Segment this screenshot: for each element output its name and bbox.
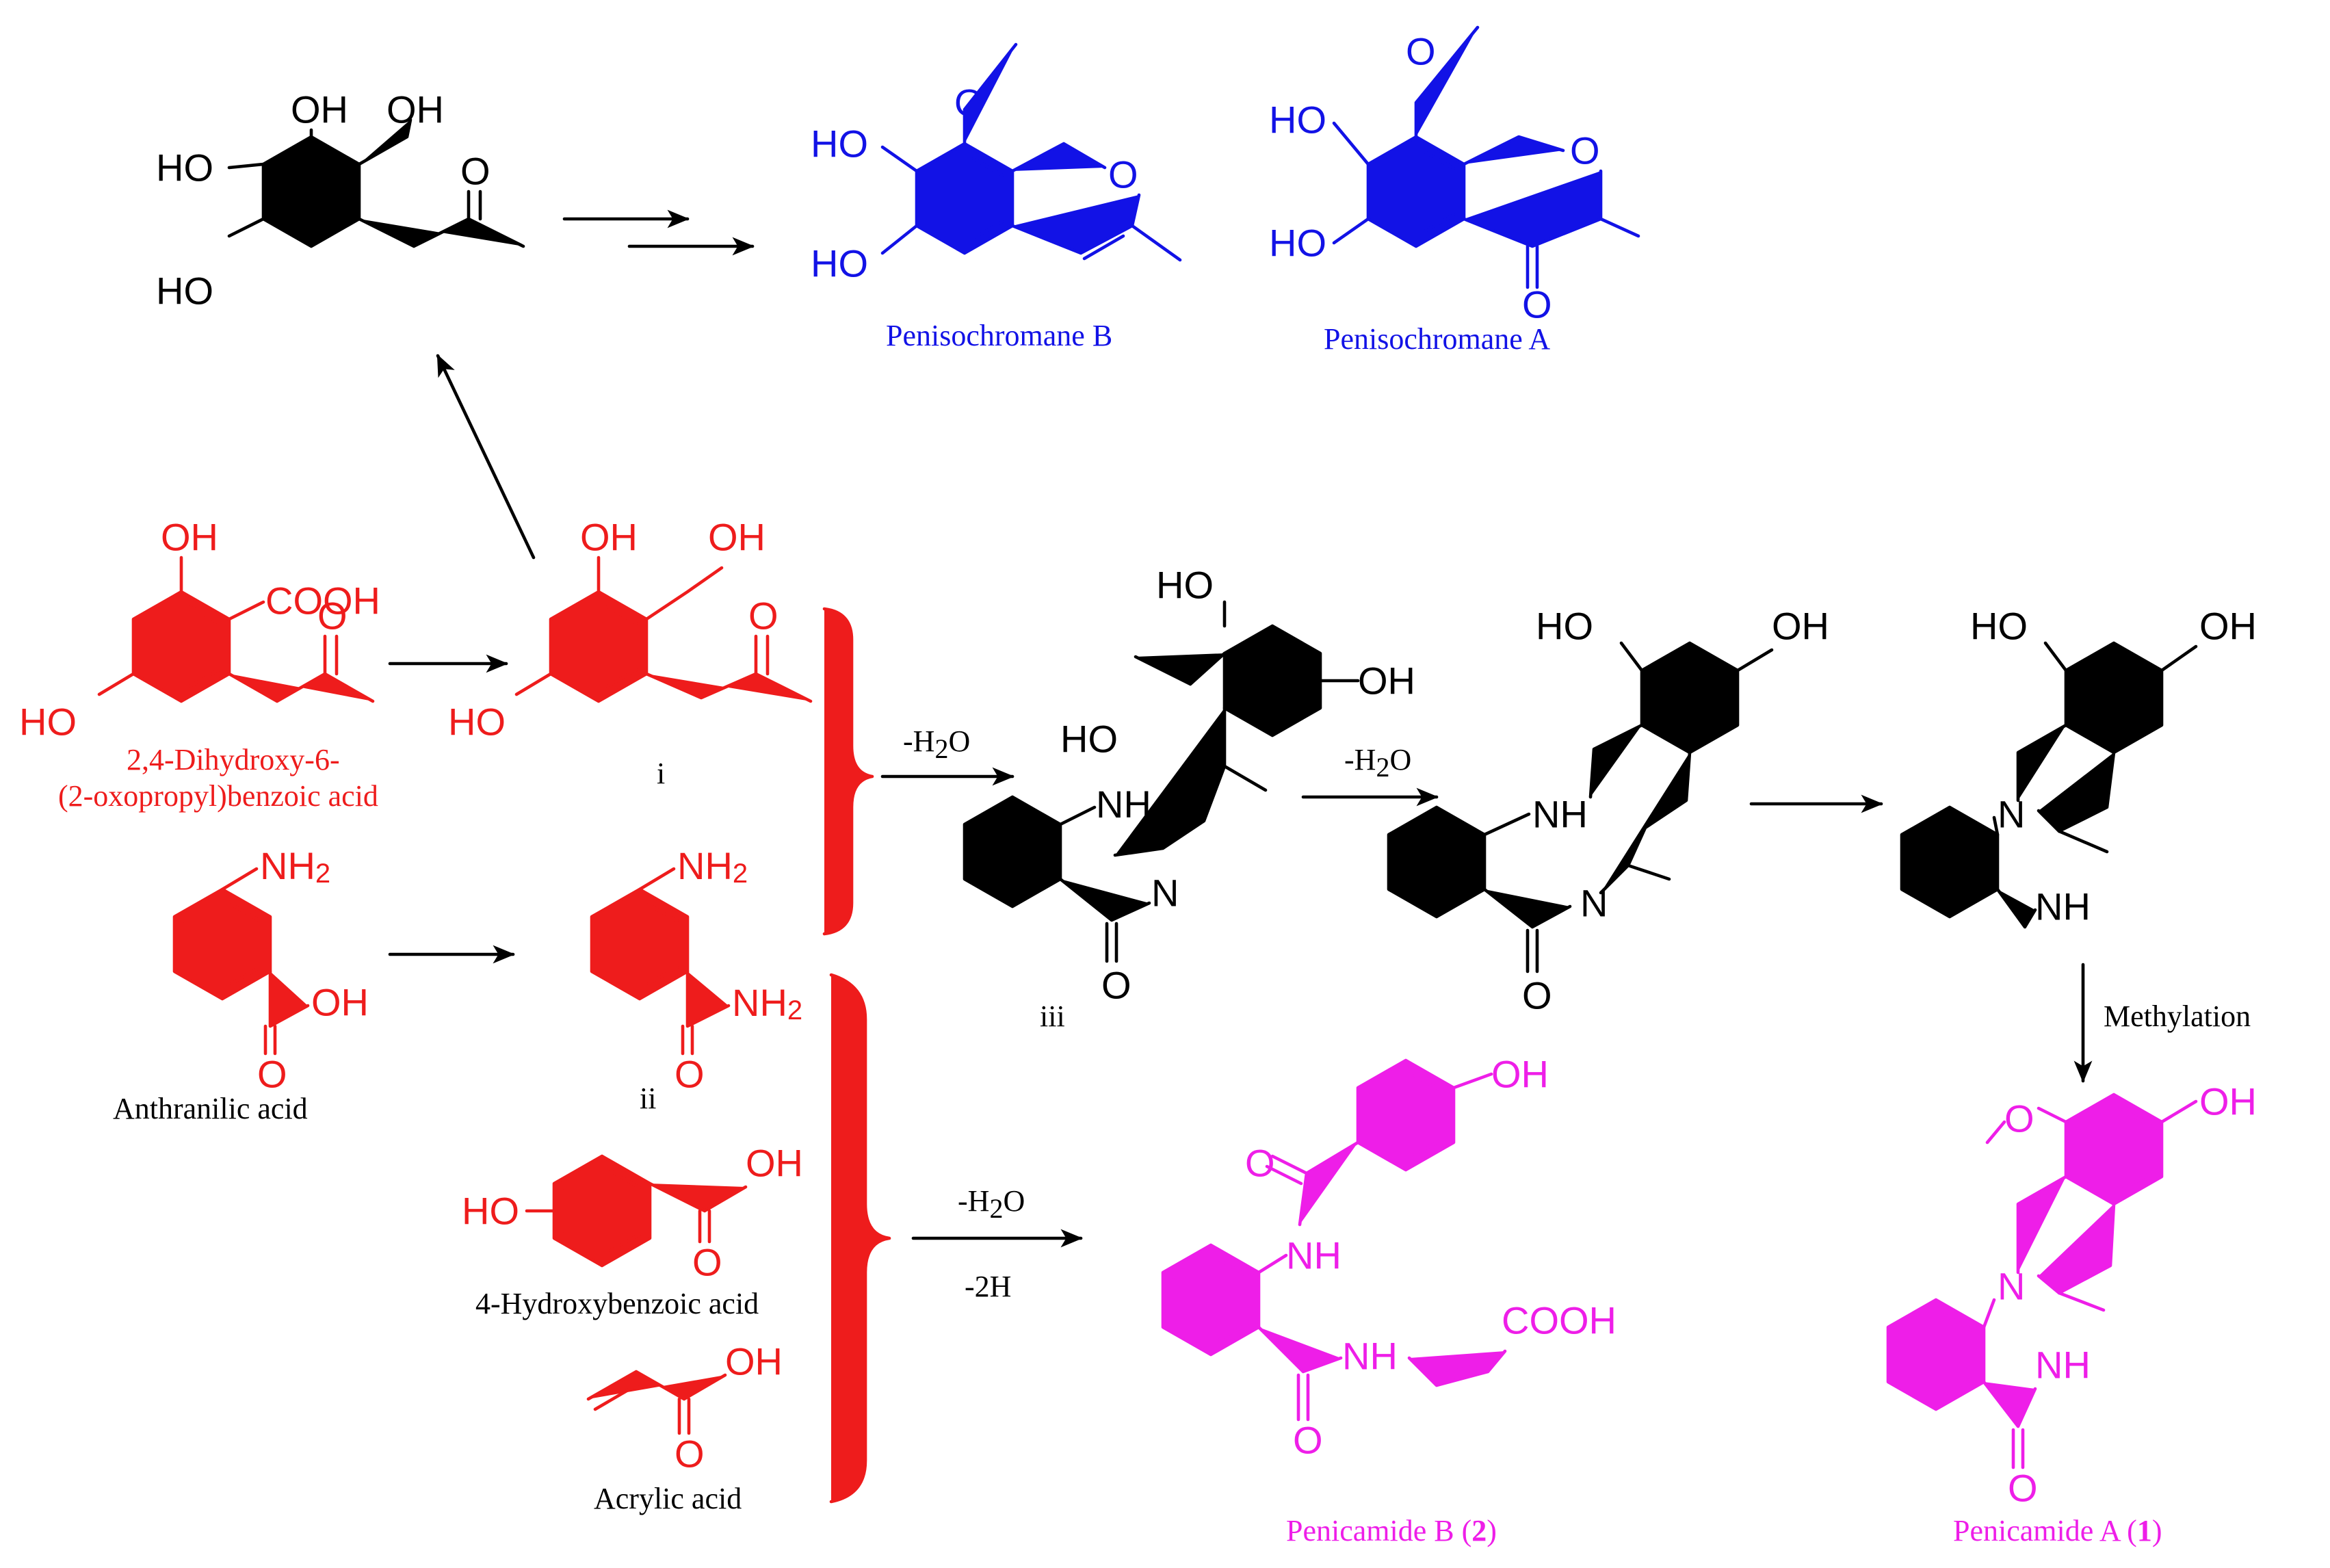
nh-label: NH (1286, 1234, 1341, 1277)
oh-label: OH (2199, 1080, 2257, 1123)
o-label: O (1108, 153, 1138, 196)
ho-label: HO (156, 146, 213, 190)
merge-brace (822, 607, 874, 936)
compound-ii-caption: ii (640, 1082, 656, 1115)
nh-label: NH (1532, 793, 1588, 836)
oh-label: OH (387, 88, 444, 131)
penicamide-b-caption: Penicamide B (2) (1286, 1514, 1497, 1547)
tetrahydroxy-intermediate-structure: OH OH HO HO O (156, 88, 525, 313)
oh-label: OH (1358, 659, 1415, 703)
oh-label: OH (161, 516, 218, 559)
nh-label: NH (2035, 885, 2091, 928)
o-label: O (1101, 964, 1131, 1007)
o-label: O (257, 1053, 287, 1096)
oh-label: OH (1772, 605, 1829, 648)
ho-label: HO (448, 701, 506, 744)
n-label: N (1580, 882, 1608, 925)
oh-label: OH (746, 1142, 803, 1185)
ho-label: HO (462, 1190, 519, 1233)
nh-label: NH (1342, 1335, 1398, 1378)
o-label: O (1245, 1142, 1275, 1185)
o-label: O (1406, 30, 1436, 73)
nh-label: NH (2035, 1344, 2091, 1387)
ho-label: HO (19, 701, 77, 744)
o-label: O (675, 1433, 705, 1476)
penisochromane-b-caption: Penisochromane B (886, 319, 1112, 352)
n-label: N (1151, 872, 1179, 915)
o-label: O (2004, 1097, 2034, 1140)
oh-label: OH (708, 516, 765, 559)
o-label: O (675, 1053, 705, 1096)
penicamide-a-structure: O OH N NH O (1886, 1080, 2257, 1510)
o-label: O (1293, 1419, 1323, 1462)
nh2-label: NH2 (1096, 783, 1166, 828)
compound-i-structure: OH OH O HO (448, 516, 813, 744)
ho-label: HO (156, 270, 213, 313)
hydroxybenzoic-caption: 4-Hydroxybenzoic acid (475, 1287, 759, 1320)
cooh-label: COOH (1502, 1299, 1616, 1342)
condition-minus-h2o: -H2O (903, 724, 970, 764)
nh2-label: NH2 (732, 981, 802, 1026)
compound-iii-structure: HO OH HO N NH2 O (963, 564, 1415, 1007)
ho-label: HO (811, 242, 868, 285)
penicamide-b-structure: OH O NH O NH COOH (1161, 1053, 1616, 1462)
dihydroxy-caption-line1: 2,4-Dihydroxy-6- (127, 743, 340, 776)
penisochromane-b-structure: O HO HO O (811, 42, 1182, 285)
oh-label: OH (580, 516, 638, 559)
dihydroxy-oxopropyl-benzoic-acid-structure: OH COOH O HO (19, 516, 380, 744)
o-label: O (460, 150, 490, 193)
oh-label: OH (2199, 605, 2257, 648)
o-label: O (748, 594, 778, 638)
condition-methylation: Methylation (2104, 999, 2251, 1033)
merge-brace (829, 973, 891, 1504)
anthranilic-caption: Anthranilic acid (113, 1092, 308, 1125)
o-label: O (1522, 283, 1552, 326)
condition-minus-h2o: -H2O (958, 1184, 1025, 1224)
ho-label: HO (811, 122, 868, 166)
tetracyclic-intermediate-structure: HO OH N NH (1900, 605, 2257, 929)
acrylic-acid-structure: OH O (586, 1340, 783, 1476)
acrylic-caption: Acrylic acid (594, 1482, 742, 1515)
reaction-arrow (436, 354, 536, 560)
ho-label: HO (1970, 605, 2028, 648)
compound-iii-caption: iii (1040, 999, 1065, 1033)
compound-ii-structure: NH2 NH2 O (590, 844, 802, 1096)
dihydroxy-caption-line2: (2-oxopropyl)benzoic acid (58, 779, 378, 813)
o-label: O (692, 1241, 722, 1284)
o-label: O (1570, 129, 1600, 172)
ho-label: HO (1060, 718, 1118, 761)
condition-minus-h2o: -H2O (1344, 743, 1411, 783)
ho-label: HO (1156, 564, 1214, 607)
oh-label: OH (1491, 1053, 1549, 1096)
oh-label: OH (311, 981, 369, 1024)
penicamide-a-caption: Penicamide A (1) (1953, 1514, 2162, 1547)
oh-label: OH (291, 88, 348, 131)
o-label: O (954, 81, 984, 125)
n-label: N (1998, 793, 2025, 836)
o-label: O (1522, 974, 1552, 1017)
o-label: O (2008, 1467, 2038, 1510)
cyclic-imine-intermediate-structure: HO OH NH N O (1387, 605, 1829, 1017)
ho-label: HO (1269, 222, 1326, 265)
cooh-label: COOH (265, 579, 380, 623)
o-label: O (317, 594, 348, 638)
ho-label: HO (1269, 99, 1326, 142)
hydroxybenzoic-acid-structure: HO OH O (462, 1142, 803, 1284)
nh2-label: NH2 (260, 844, 330, 889)
nh2-label: NH2 (677, 844, 748, 889)
penisochromane-a-structure: O HO HO O O (1269, 25, 1640, 326)
n-label: N (1998, 1265, 2025, 1308)
compound-i-caption: i (657, 757, 665, 790)
anthranilic-acid-structure: NH2 OH O (172, 844, 369, 1096)
condition-minus-2h: -2H (965, 1270, 1011, 1303)
oh-label: OH (725, 1340, 783, 1383)
penisochromane-a-caption: Penisochromane A (1324, 322, 1550, 356)
ho-label: HO (1536, 605, 1593, 648)
